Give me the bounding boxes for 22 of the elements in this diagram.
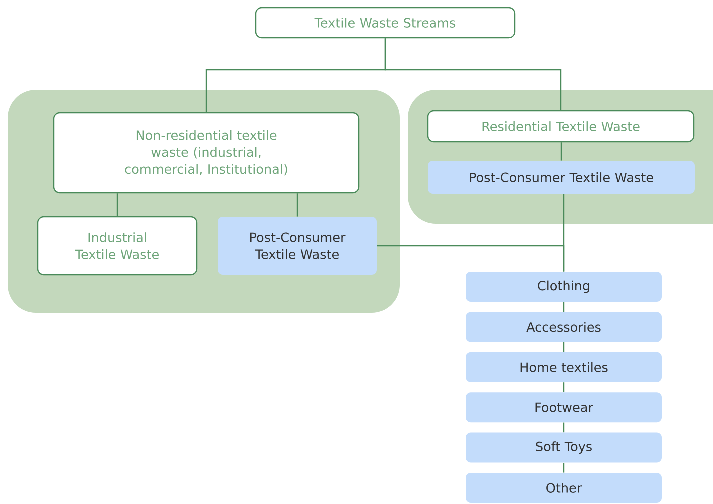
- category-box: Textile Waste Streams: [255, 7, 516, 39]
- category-box: Footwear: [466, 392, 662, 423]
- connector-line: [563, 382, 565, 392]
- connector-line: [563, 342, 565, 352]
- category-box: Accessories: [466, 312, 662, 342]
- category-box: Residential Textile Waste: [427, 110, 695, 143]
- category-box: Industrial Textile Waste: [37, 216, 198, 276]
- category-box: Home textiles: [466, 352, 662, 382]
- category-box: Non-residential textile waste (industrial, commercial, Institutional): [53, 112, 360, 194]
- connector-line: [116, 194, 118, 216]
- category-box: Post-Consumer Textile Waste: [218, 217, 377, 275]
- connector-line: [563, 302, 565, 312]
- connector-line: [563, 463, 565, 473]
- connector-line: [377, 245, 565, 272]
- connector-line: [560, 142, 562, 161]
- connector-line: [384, 38, 562, 110]
- category-box: Post-Consumer Textile Waste: [428, 161, 695, 194]
- category-box: Clothing: [466, 272, 662, 302]
- connector-line: [296, 194, 298, 217]
- category-box: Other: [466, 473, 662, 503]
- connector-line: [563, 422, 565, 433]
- category-box: Soft Toys: [466, 432, 662, 463]
